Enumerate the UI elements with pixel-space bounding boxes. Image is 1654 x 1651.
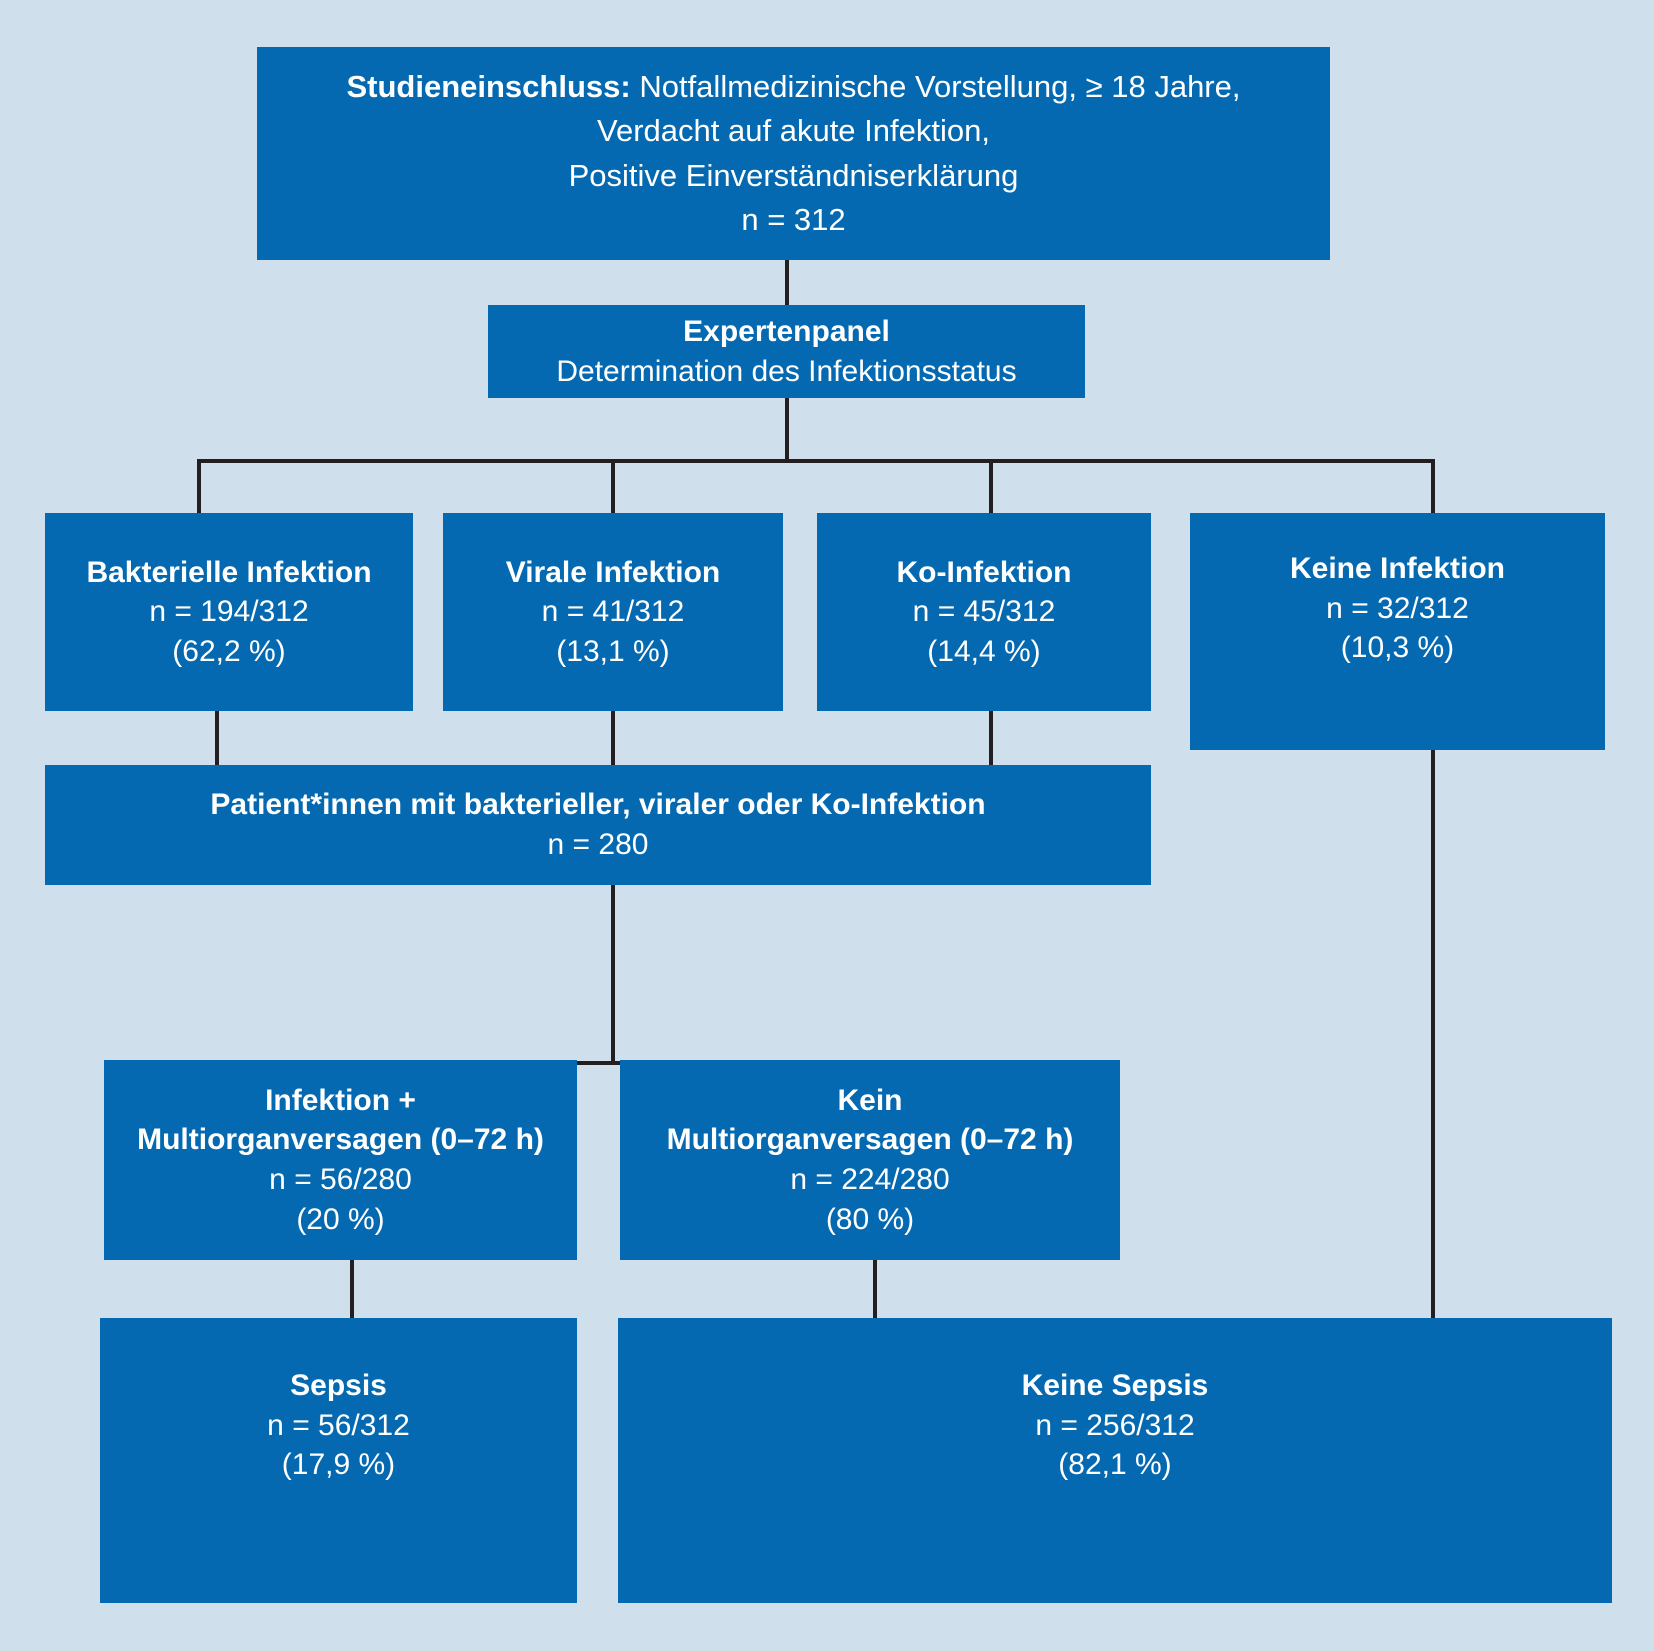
enrollment-line-4: n = 312 xyxy=(741,201,846,237)
enrollment-line-3: Positive Einverständniserklärung xyxy=(568,157,1019,193)
sepsis-title: Sepsis xyxy=(290,1369,387,1402)
nosepsis-line-2: (82,1 %) xyxy=(1058,1448,1172,1482)
connector-mofyes-to-sepsis xyxy=(350,1260,354,1318)
infected-pool-line-1: n = 280 xyxy=(547,828,649,861)
node-expert-panel[interactable]: Expertenpanel Determination des Infektio… xyxy=(488,305,1085,398)
noinfection-line-2: (10,3 %) xyxy=(1340,631,1455,665)
enrollment-line-1-rest: Notfallmedizinische Vorstellung, ≥ 18 Ja… xyxy=(630,69,1241,105)
coinfection-line-1: n = 45/312 xyxy=(912,595,1056,629)
mof-no-title-line-1: Kein xyxy=(837,1083,903,1117)
node-mof-no[interactable]: Kein Multiorganversagen (0–72 h) n = 224… xyxy=(620,1060,1120,1260)
connector-bus-to-bacterial xyxy=(197,459,201,513)
mof-yes-title-line-1: Infektion + xyxy=(265,1083,416,1117)
connector-noinfection-to-nosepsis xyxy=(1431,750,1435,1318)
node-viral-infection[interactable]: Virale Infektion n = 41/312 (13,1 %) xyxy=(443,513,783,711)
sepsis-line-1: n = 56/312 xyxy=(267,1408,410,1442)
mof-yes-title-line-2: Multiorganversagen (0–72 h) xyxy=(137,1123,544,1157)
node-no-sepsis[interactable]: Keine Sepsis n = 256/312 (82,1 %) xyxy=(618,1318,1612,1603)
connector-viral-to-pool xyxy=(611,711,615,765)
viral-line-2: (13,1 %) xyxy=(556,634,670,668)
mof-no-line-2: (80 %) xyxy=(825,1202,915,1236)
noinfection-title: Keine Infektion xyxy=(1289,552,1506,585)
node-sepsis[interactable]: Sepsis n = 56/312 (17,9 %) xyxy=(100,1318,577,1603)
connector-mofno-to-nosepsis xyxy=(873,1260,877,1318)
bacterial-line-2: (62,2 %) xyxy=(172,634,286,668)
bacterial-title: Bakterielle Infektion xyxy=(86,555,372,589)
coinfection-line-2: (14,4 %) xyxy=(927,634,1041,668)
mof-no-title-line-2: Multiorganversagen (0–72 h) xyxy=(666,1123,1074,1157)
connector-coinfection-to-pool xyxy=(989,711,993,765)
node-infected-pool[interactable]: Patient*innen mit bakterieller, viraler … xyxy=(45,765,1151,885)
node-bacterial-infection[interactable]: Bakterielle Infektion n = 194/312 (62,2 … xyxy=(45,513,413,711)
nosepsis-title: Keine Sepsis xyxy=(1021,1369,1209,1402)
connector-enrollment-to-expertpanel xyxy=(785,260,789,305)
connector-bus-to-viral xyxy=(611,459,615,513)
connector-expertpanel-down xyxy=(785,398,789,461)
node-mof-yes[interactable]: Infektion + Multiorganversagen (0–72 h) … xyxy=(104,1060,577,1260)
enrollment-label-bold: Studieneinschluss: xyxy=(346,69,631,105)
node-study-enrollment[interactable]: Studieneinschluss: Notfallmedizinische V… xyxy=(257,47,1330,260)
connector-pool-down xyxy=(611,885,615,1063)
mof-yes-line-2: (20 %) xyxy=(296,1202,385,1236)
connector-infection-bus xyxy=(197,459,1435,463)
connector-bus-to-noinfection xyxy=(1431,459,1435,513)
nosepsis-line-1: n = 256/312 xyxy=(1035,1408,1195,1442)
node-co-infection[interactable]: Ko-Infektion n = 45/312 (14,4 %) xyxy=(817,513,1151,711)
viral-title: Virale Infektion xyxy=(505,555,721,589)
noinfection-line-1: n = 32/312 xyxy=(1326,591,1469,625)
expert-panel-line-1: Determination des Infektionsstatus xyxy=(556,354,1017,388)
coinfection-title: Ko-Infektion xyxy=(896,555,1072,589)
infected-pool-title: Patient*innen mit bakterieller, viraler … xyxy=(210,787,986,821)
connector-bacterial-to-pool xyxy=(215,711,219,765)
connector-bus-to-coinfection xyxy=(989,459,993,513)
mof-yes-line-1: n = 56/280 xyxy=(269,1163,412,1196)
enrollment-line-2: Verdacht auf akute Infektion, xyxy=(597,113,990,149)
expert-panel-title: Expertenpanel xyxy=(683,314,890,348)
sepsis-line-2: (17,9 %) xyxy=(281,1448,396,1482)
mof-no-line-1: n = 224/280 xyxy=(790,1163,950,1196)
viral-line-1: n = 41/312 xyxy=(541,595,685,629)
enrollment-line-1: Studieneinschluss: Notfallmedizinische V… xyxy=(346,65,1240,109)
node-no-infection[interactable]: Keine Infektion n = 32/312 (10,3 %) xyxy=(1190,513,1605,750)
bacterial-line-1: n = 194/312 xyxy=(149,595,309,629)
connector-mof-bus xyxy=(350,1061,877,1065)
